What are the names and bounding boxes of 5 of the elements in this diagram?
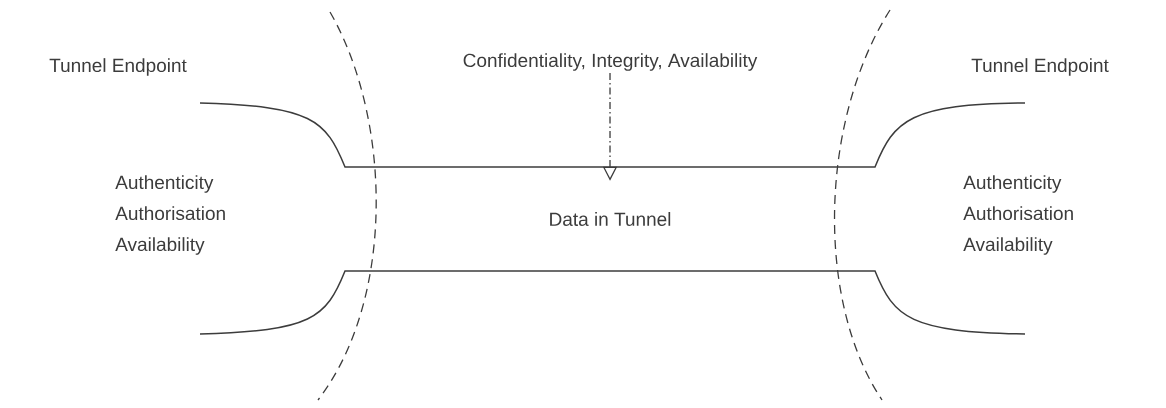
endpoint-label: Tunnel Endpoint xyxy=(971,58,1109,76)
endpoint-label: Tunnel Endpoint xyxy=(49,58,187,76)
property-list: Authenticity Authorisation Availability xyxy=(115,175,225,255)
property-text: Confidentiality, Integrity, Availability xyxy=(463,53,758,71)
property-list: Authenticity Authorisation Availability xyxy=(963,175,1073,255)
